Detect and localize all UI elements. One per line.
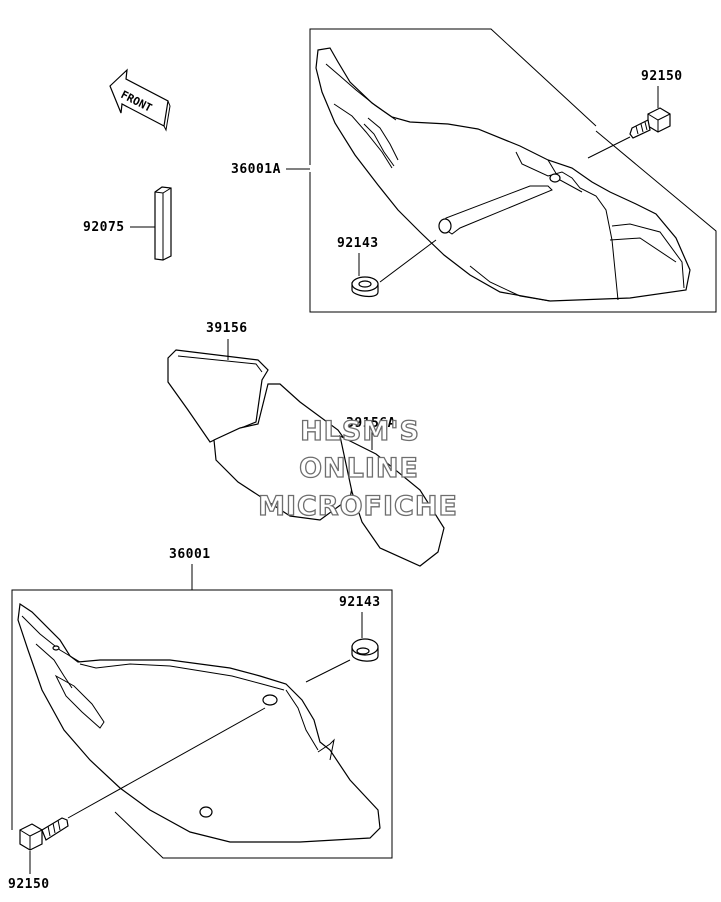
label-36001A: 36001A <box>231 162 281 177</box>
part-92143-washer-bottom <box>351 638 379 662</box>
part-39156A-decal <box>213 383 445 567</box>
watermark-line-3: MICROFICHE <box>258 491 458 522</box>
label-92150-top: 92150 <box>641 69 683 84</box>
watermark-line-2: ONLINE <box>299 453 419 484</box>
side-cover-36001 <box>17 602 381 843</box>
part-92143-washer-top <box>351 276 379 298</box>
label-39156A: 39156A <box>346 416 396 431</box>
part-92150-bolt-top <box>629 107 671 139</box>
label-92150-bottom: 92150 <box>8 877 50 892</box>
part-92075-strip <box>154 186 172 261</box>
label-92143-top: 92143 <box>337 236 379 251</box>
front-arrow-icon: FRONT <box>109 68 171 132</box>
label-36001: 36001 <box>169 547 211 562</box>
side-cover-36001A <box>315 47 691 302</box>
watermark: HLSM'S ONLINE MICROFICHE <box>257 415 458 522</box>
label-39156: 39156 <box>206 321 248 336</box>
upper-box <box>309 28 717 313</box>
label-92075: 92075 <box>83 220 125 235</box>
label-92143-bottom: 92143 <box>339 595 381 610</box>
lower-box <box>11 589 393 859</box>
watermark-line-1: HLSM'S <box>300 416 420 447</box>
part-92150-bolt-bottom <box>19 817 69 851</box>
